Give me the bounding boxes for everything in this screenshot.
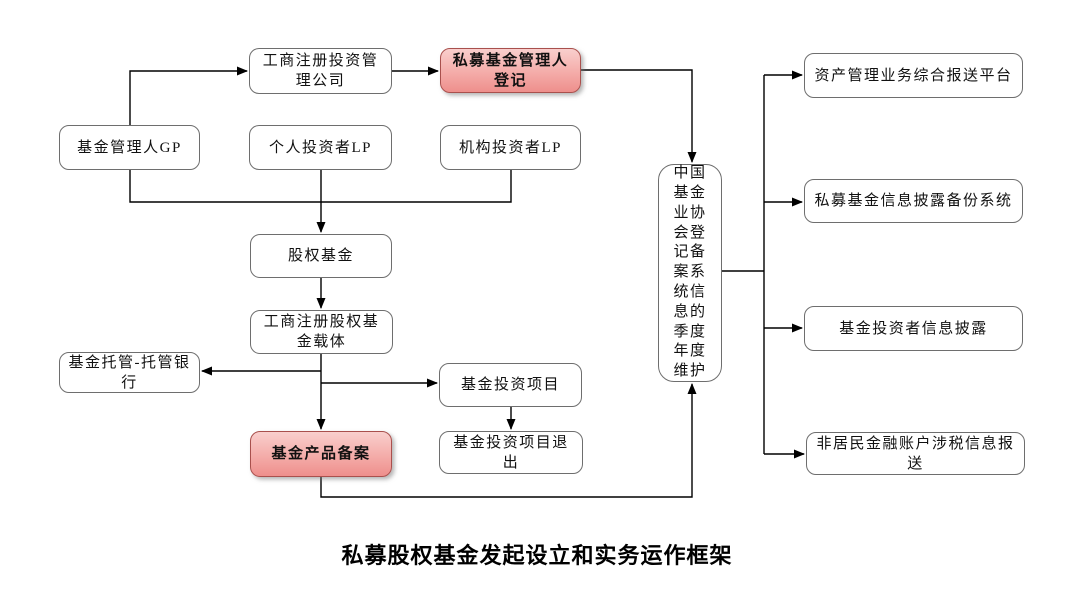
diagram-title: 私募股权基金发起设立和实务运作框架 [341, 543, 733, 568]
node-nonresident-tax-reporting: 非居民金融账户涉税信息报送 [806, 432, 1025, 475]
node-project-exit: 基金投资项目退出 [439, 431, 583, 474]
node-equity-fund: 股权基金 [250, 234, 392, 278]
node-fund-manager-gp: 基金管理人GP [59, 125, 200, 170]
node-asset-mgmt-reporting-platform: 资产管理业务综合报送平台 [804, 53, 1023, 98]
node-fund-custody-bank: 基金托管-托管银行 [59, 352, 200, 393]
node-gongshang-equity-vehicle: 工商注册股权基金载体 [250, 310, 393, 354]
node-product-filing: 基金产品备案 [250, 431, 392, 477]
node-gongshang-invest-co: 工商注册投资管理公司 [249, 48, 392, 94]
node-fund-investment-project: 基金投资项目 [439, 363, 582, 407]
node-institutional-lp: 机构投资者LP [440, 125, 581, 170]
node-disclosure-backup-system: 私募基金信息披露备份系统 [804, 179, 1023, 223]
node-amac-maintenance: 中国基金业协会登记备案系统信息的季度年度维护 [658, 164, 722, 382]
node-individual-lp: 个人投资者LP [249, 125, 392, 170]
node-manager-registration: 私募基金管理人登记 [440, 48, 581, 93]
node-investor-disclosure: 基金投资者信息披露 [804, 306, 1023, 351]
